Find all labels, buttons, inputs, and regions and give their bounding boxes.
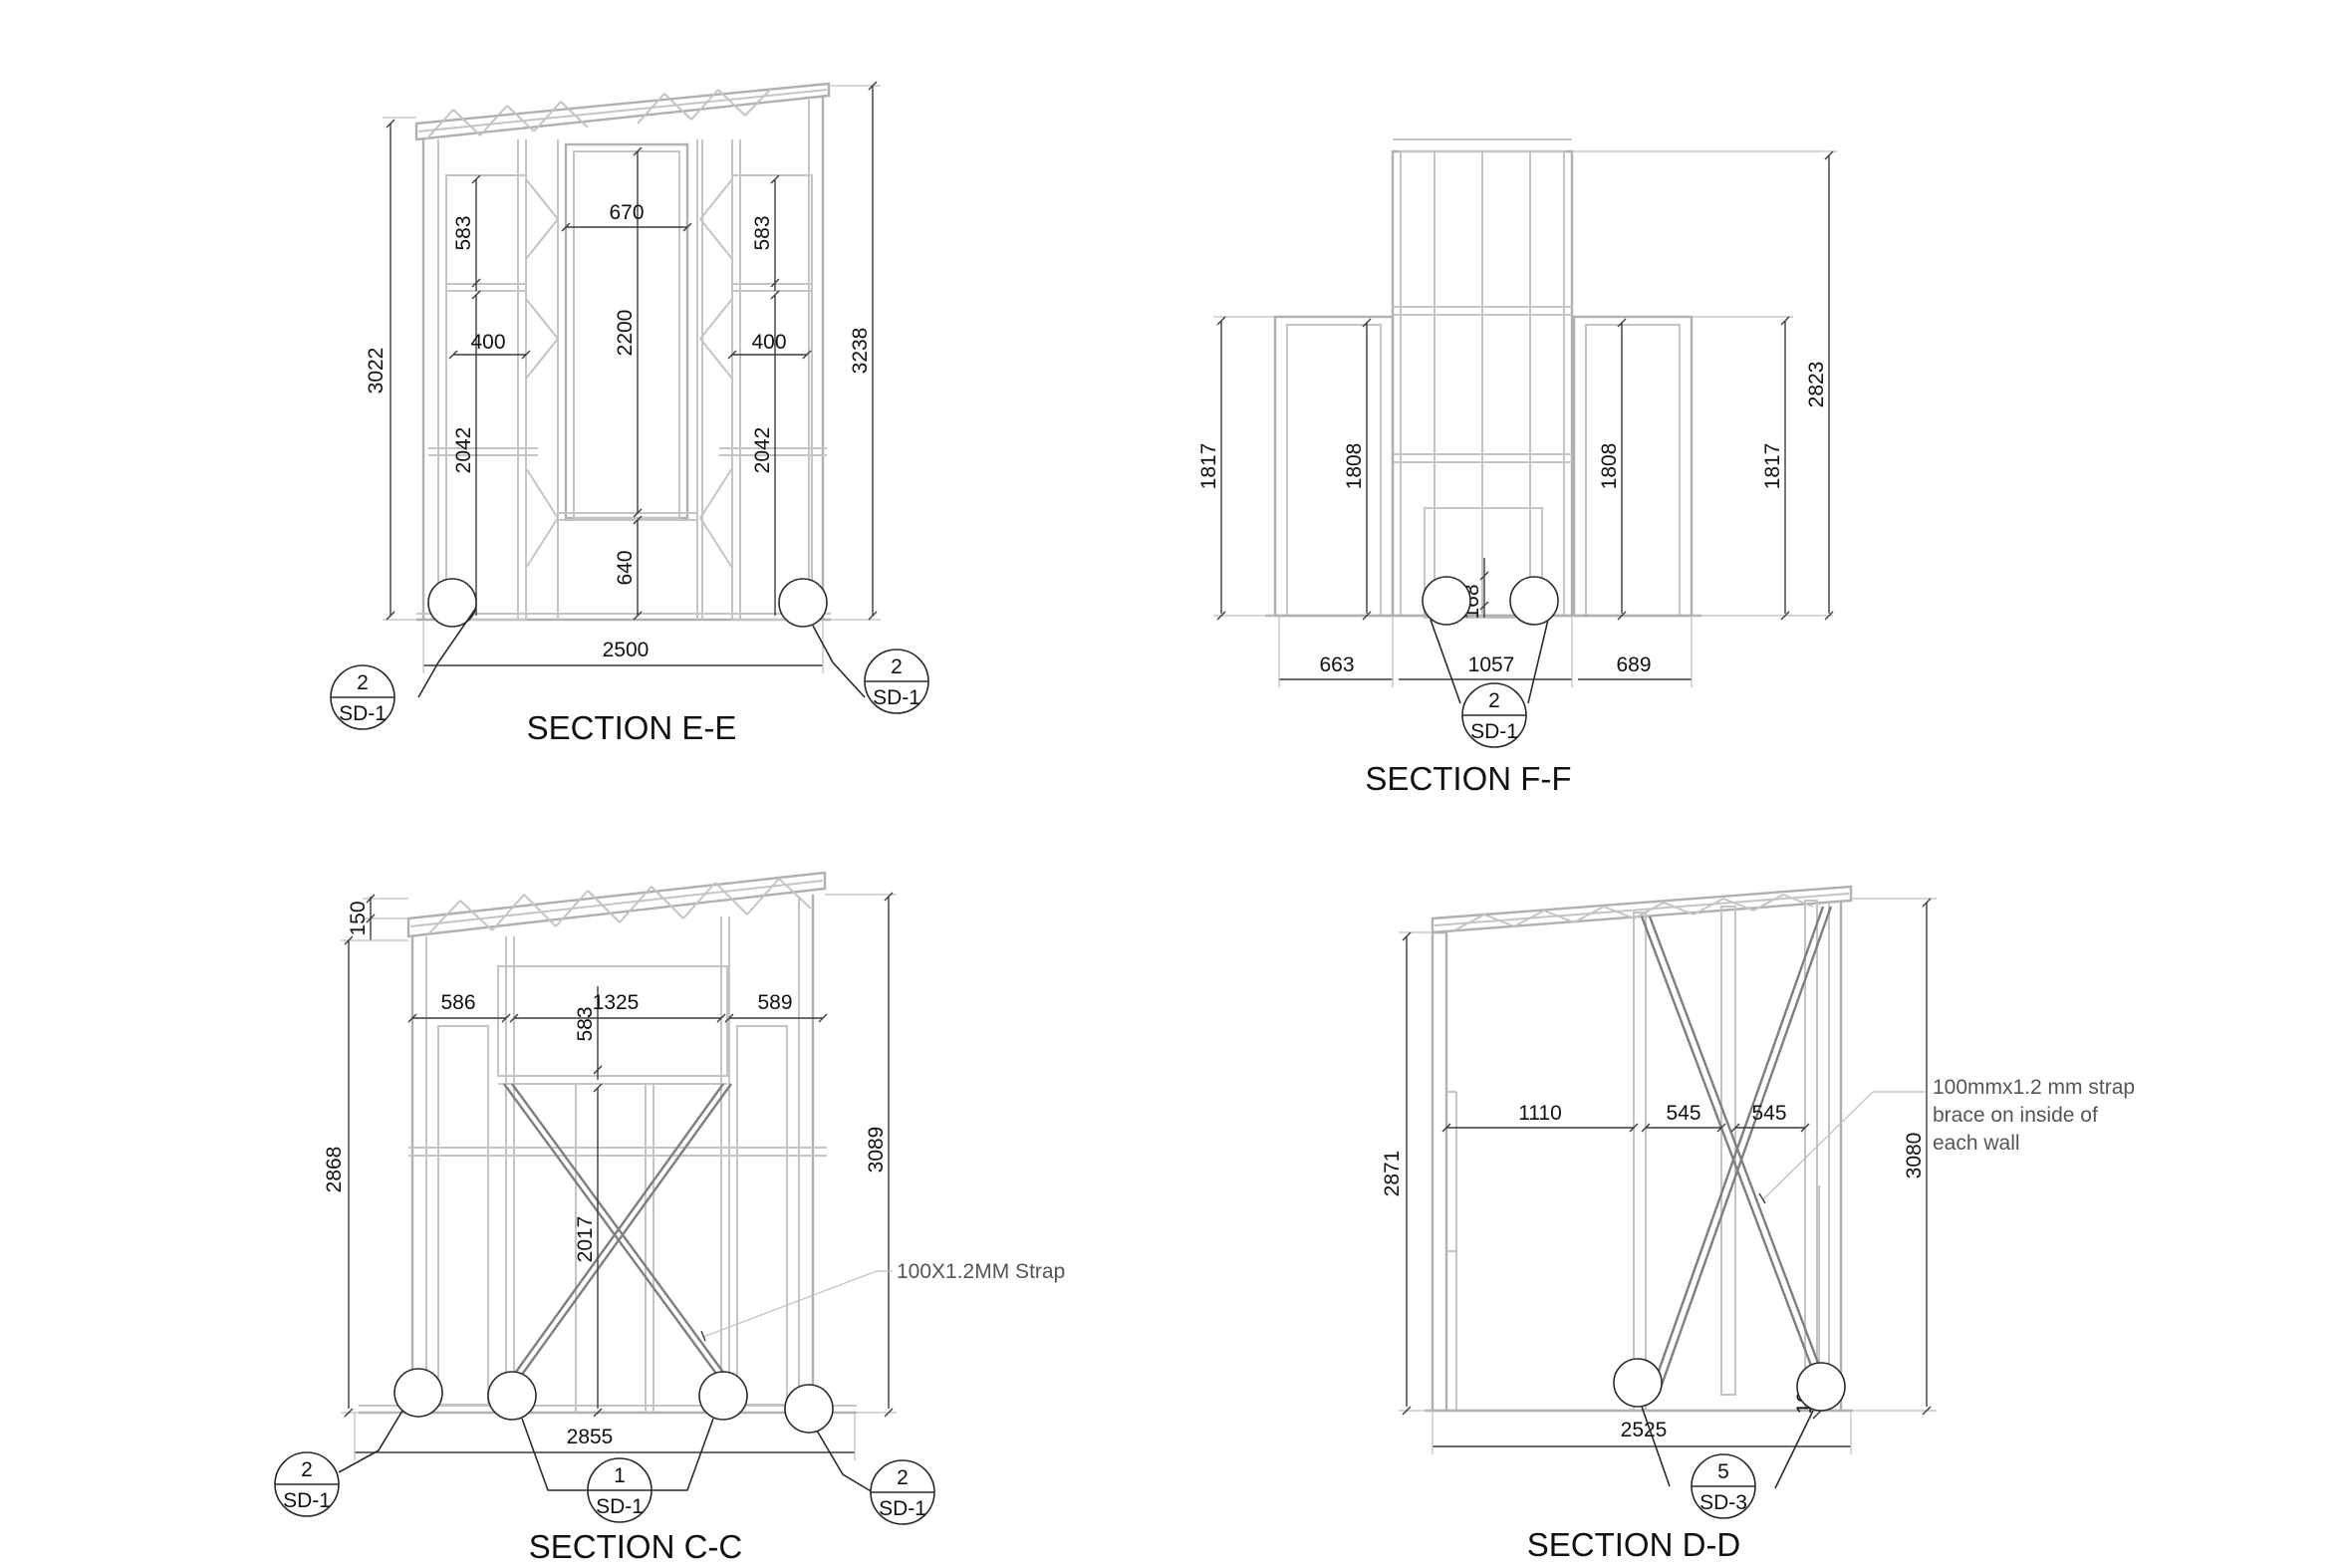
c-c-tag-left-ref: SD-1 xyxy=(283,1489,331,1512)
dim-545-left: 545 xyxy=(1666,1102,1700,1125)
dim-589: 589 xyxy=(757,991,792,1014)
dim-670: 670 xyxy=(609,201,644,224)
d-d-strap-label-line-2: brace on inside of xyxy=(1933,1104,2098,1127)
e-e-tag-left-ref: SD-1 xyxy=(339,702,387,725)
dim-1808-right: 1808 xyxy=(1598,443,1621,490)
section-c-c: 150 586 1325 589 583 2868 3089 2017 2855… xyxy=(274,871,1065,1565)
dim-640: 640 xyxy=(614,550,637,585)
e-e-tag-right-num: 2 xyxy=(891,655,903,678)
c-c-tag-right-num: 2 xyxy=(897,1466,909,1489)
dim-1808-left: 1808 xyxy=(1343,443,1366,490)
section-e-e-title: SECTION E-E xyxy=(527,709,737,746)
d-d-dimensions: 1110 545 545 2871 3080 2525 103 xyxy=(1381,898,1937,1454)
dim-545-right: 545 xyxy=(1751,1102,1786,1125)
dim-689: 689 xyxy=(1616,653,1651,676)
dim-583-left: 583 xyxy=(452,215,475,250)
section-d-d: 1110 545 545 2871 3080 2525 103 100mmx1.… xyxy=(1381,885,2135,1563)
d-d-strap-note: 100mmx1.2 mm strap brace on inside of ea… xyxy=(1758,1076,2135,1204)
dim-3022: 3022 xyxy=(365,348,388,394)
dim-583-right: 583 xyxy=(751,215,774,250)
c-c-frame xyxy=(359,871,857,1415)
dim-400-left: 400 xyxy=(470,331,505,354)
dim-2871: 2871 xyxy=(1381,1151,1404,1197)
d-d-frame xyxy=(1425,885,1853,1413)
dim-3089: 3089 xyxy=(865,1127,888,1174)
dim-2525: 2525 xyxy=(1621,1419,1668,1441)
section-e-e: 670 583 583 400 400 2200 2042 2042 640 3… xyxy=(330,81,929,746)
c-c-tag-middle-num: 1 xyxy=(614,1464,626,1487)
dim-2200: 2200 xyxy=(614,310,637,357)
dim-1817-left: 1817 xyxy=(1197,443,1220,490)
e-e-frame xyxy=(414,82,831,622)
dim-1110: 1110 xyxy=(1518,1102,1562,1125)
section-f-f-title: SECTION F-F xyxy=(1365,760,1571,797)
dim-586: 586 xyxy=(440,991,475,1014)
dim-1817-right: 1817 xyxy=(1761,443,1784,490)
dim-2042-right: 2042 xyxy=(751,427,774,474)
e-e-dimensions: 670 583 583 400 400 2200 2042 2042 640 3… xyxy=(365,81,881,673)
section-f-f: 1817 1808 1808 1817 2823 168 663 1057 68… xyxy=(1197,138,1837,797)
dim-2855: 2855 xyxy=(567,1426,614,1448)
c-c-detail-tags: 2 SD-1 1 SD-1 2 SD-1 xyxy=(274,1368,935,1525)
c-c-tag-middle-ref: SD-1 xyxy=(596,1495,644,1518)
dim-663: 663 xyxy=(1319,653,1354,676)
f-f-tag-num: 2 xyxy=(1488,689,1500,712)
d-d-tag-num: 5 xyxy=(1717,1460,1729,1483)
c-c-strap-note: 100X1.2MM Strap xyxy=(700,1260,1065,1342)
dim-2500: 2500 xyxy=(603,639,650,661)
dim-1057: 1057 xyxy=(1468,653,1515,676)
dim-2017: 2017 xyxy=(574,1216,597,1263)
e-e-tag-right-ref: SD-1 xyxy=(873,686,920,709)
dim-2868: 2868 xyxy=(323,1147,346,1193)
c-c-tag-left-num: 2 xyxy=(301,1458,313,1481)
dim-400-right: 400 xyxy=(751,331,786,354)
f-f-frame xyxy=(1265,138,1701,619)
d-d-tag-ref: SD-3 xyxy=(1699,1491,1747,1514)
e-e-tag-left-num: 2 xyxy=(357,671,369,694)
dim-3238: 3238 xyxy=(849,328,872,375)
section-d-d-title: SECTION D-D xyxy=(1527,1526,1741,1563)
c-c-strap-label: 100X1.2MM Strap xyxy=(897,1260,1065,1283)
dim-1325: 1325 xyxy=(593,991,640,1014)
d-d-detail-tags: 5 SD-3 xyxy=(1613,1358,1846,1519)
e-e-detail-tags: 2 SD-1 2 SD-1 xyxy=(330,578,929,730)
c-c-dimensions: 150 586 1325 589 583 2868 3089 2017 2855 xyxy=(323,892,897,1460)
f-f-detail-tags: 2 SD-1 xyxy=(1422,576,1559,748)
dim-150: 150 xyxy=(347,901,370,935)
dim-2042-left: 2042 xyxy=(452,427,475,474)
d-d-strap-label-line-1: 100mmx1.2 mm strap xyxy=(1933,1076,2135,1099)
dim-2823: 2823 xyxy=(1805,362,1828,408)
c-c-tag-right-ref: SD-1 xyxy=(879,1497,926,1520)
dim-3080: 3080 xyxy=(1903,1133,1926,1179)
d-d-strap-label-line-3: each wall xyxy=(1933,1132,2020,1155)
f-f-tag-ref: SD-1 xyxy=(1470,720,1518,743)
section-c-c-title: SECTION C-C xyxy=(529,1528,743,1565)
dim-583-cc: 583 xyxy=(574,1006,597,1041)
